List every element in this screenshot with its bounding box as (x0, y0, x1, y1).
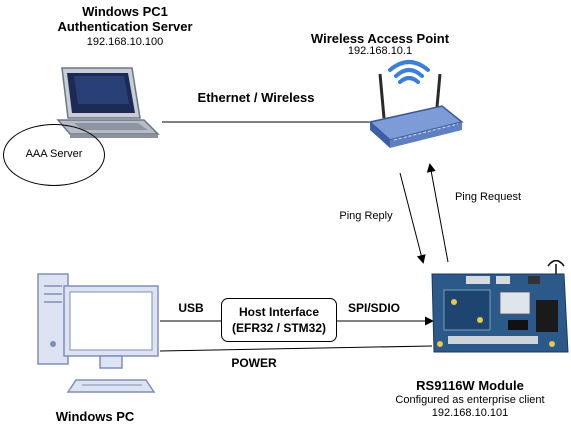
aaa-server-label: AAA Server (25, 148, 83, 160)
module-subtitle: Configured as enterprise client (395, 394, 545, 406)
wireless-signal-icon (547, 259, 565, 274)
module-title: RS9116W Module (416, 378, 524, 393)
auth-server-ip: 192.168.10.100 (86, 36, 164, 48)
router-icon (364, 56, 464, 152)
host-interface-line1: Host Interface (238, 305, 320, 319)
host-interface-box: Host Interface (EFR32 / STM32) (221, 298, 337, 342)
ping-reply-arrow (399, 172, 426, 264)
host-interface-line2: (EFR32 / STM32) (231, 321, 327, 335)
module-ip: 192.168.10.101 (431, 407, 509, 419)
ethernet-wireless-label: Ethernet / Wireless (197, 90, 315, 105)
wifi-waves-icon (388, 60, 430, 84)
power-link-line (159, 345, 433, 352)
aaa-server-ellipse (3, 124, 105, 186)
auth-server-title-line1: Windows PC1 (82, 4, 168, 19)
ping-request-arrow (426, 163, 449, 263)
spi-sdio-label: SPI/SDIO (347, 301, 400, 315)
desktop-pc-icon (36, 272, 160, 398)
access-point-ip: 192.168.10.1 (347, 45, 413, 57)
usb-label: USB (178, 301, 204, 315)
auth-server-title-line2: Authentication Server (57, 19, 193, 34)
ping-reply-label: Ping Reply (339, 210, 393, 222)
ping-request-label: Ping Request (454, 191, 522, 203)
access-point-title: Wireless Access Point (310, 31, 450, 46)
module-board-icon (430, 259, 570, 356)
windows-pc-label: Windows PC (55, 409, 135, 424)
power-label: POWER (231, 356, 277, 370)
